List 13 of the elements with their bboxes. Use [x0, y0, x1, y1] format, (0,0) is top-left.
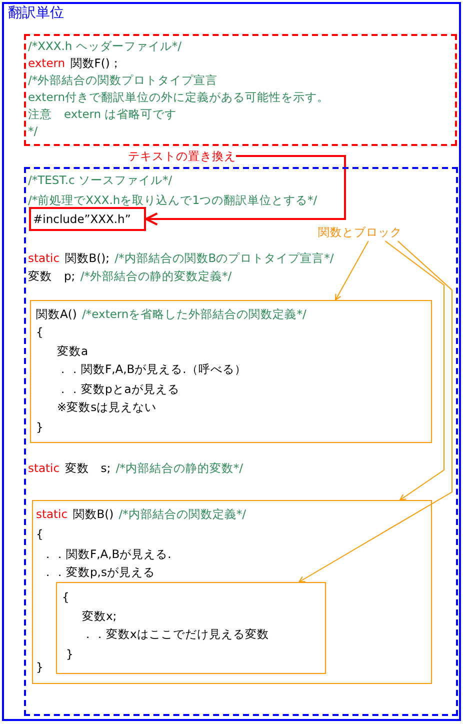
code-block-frame: [56, 582, 326, 674]
dashed-frame: [24, 167, 458, 716]
arrow: [298, 240, 452, 583]
arrow: [144, 155, 346, 226]
code-block-frame: [30, 300, 432, 443]
highlight-box: #include”XXX.h”: [29, 207, 146, 231]
frame-title: 翻訳単位: [8, 5, 64, 22]
arrow: [334, 240, 369, 301]
annotation: テキストの置き換え: [128, 148, 236, 164]
code-block-frame: [32, 500, 432, 684]
arrow: [384, 240, 444, 501]
annotation: 関数とブロック: [318, 223, 402, 241]
dashed-frame: [24, 34, 457, 146]
